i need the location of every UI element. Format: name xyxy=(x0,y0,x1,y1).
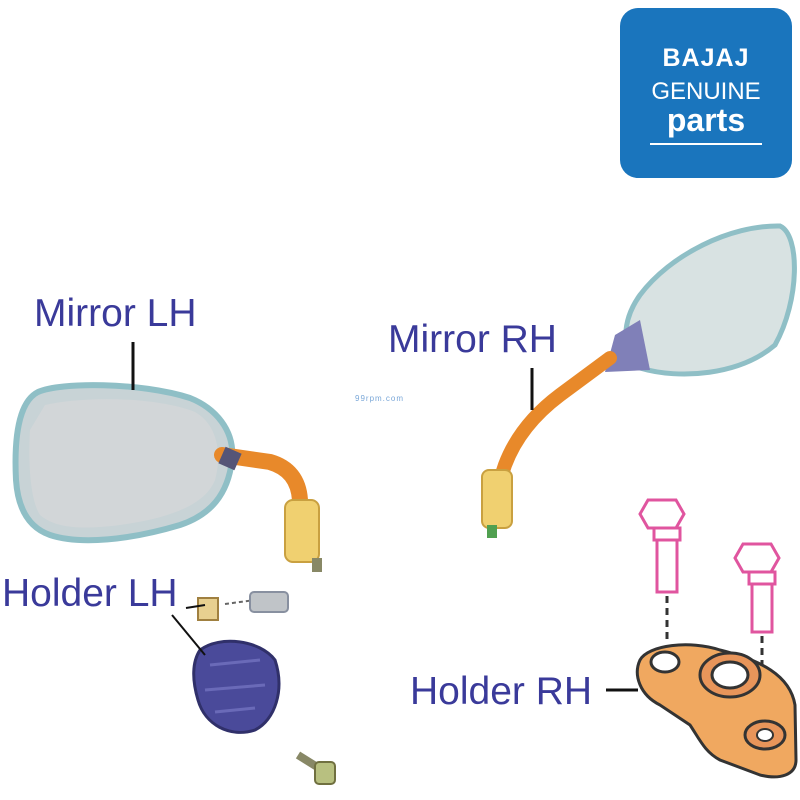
mirror-lh-label: Mirror LH xyxy=(34,292,197,335)
bajaj-genuine-parts-logo: BAJAJ GENUINE parts xyxy=(620,8,792,178)
holder-lh-leader-line xyxy=(171,614,206,656)
holder-lh-label: Holder LH xyxy=(2,572,178,615)
mirror-lh-image xyxy=(12,382,322,572)
mirror-rh-image xyxy=(481,223,797,538)
logo-parts-text: parts xyxy=(666,102,746,138)
bolt-right-image xyxy=(733,542,781,690)
logo-genuine-text: GENUINE xyxy=(651,78,761,105)
holder-lh-image xyxy=(192,591,336,785)
watermark: 99rpm.com xyxy=(355,394,405,403)
holder-rh-image xyxy=(635,643,798,779)
mirror-rh-label: Mirror RH xyxy=(388,318,557,361)
holder-rh-label: Holder RH xyxy=(410,670,593,713)
bolt-left-image xyxy=(638,498,686,640)
holder-lh-leader-line-2 xyxy=(185,604,206,609)
logo-underline xyxy=(650,143,762,145)
logo-brand-text: BAJAJ xyxy=(662,44,750,72)
